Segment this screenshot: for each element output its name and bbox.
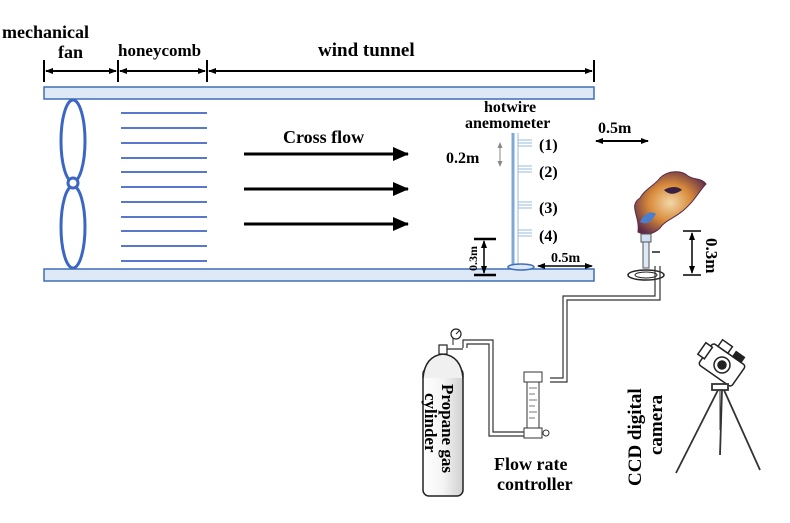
cross-flow-label: Cross flow (283, 127, 364, 147)
honeycomb-icon (121, 112, 207, 262)
camera-label-line1: CCD digital (625, 388, 646, 486)
gas-line (462, 266, 661, 437)
probe-icon (507, 133, 535, 271)
honeycomb-label: honeycomb (118, 41, 201, 60)
camera-icon (696, 338, 746, 387)
cylinder-label-line2: cylinder (421, 393, 440, 453)
controller-label-line1: Flow rate (494, 454, 567, 474)
tunnel-top-wall (43, 86, 595, 100)
controller-label-line2: controller (497, 474, 573, 494)
cylinder-label-line1: Propane gas (438, 384, 457, 473)
tunnel-bottom-wall (43, 268, 595, 282)
tripod-icon (675, 383, 761, 474)
top-dimension-lines (43, 60, 595, 82)
probe-point-3: (3) (539, 200, 558, 217)
wind-tunnel-label: wind tunnel (318, 40, 415, 61)
flame-icon (634, 171, 707, 235)
probe-point-4: (4) (539, 228, 558, 245)
hotwire-label-line2: anemometer (465, 115, 550, 132)
fan-label-line2: fan (58, 42, 83, 62)
probe-point-1: (1) (539, 137, 558, 154)
probe-height-label: 0.3m (466, 246, 480, 271)
pressure-gauge-icon (450, 328, 462, 345)
probe-point-2: (2) (539, 164, 558, 181)
cylinder-icon (422, 344, 464, 497)
flowmeter-icon (523, 371, 550, 439)
bottom-distance-label: 0.5m (551, 251, 581, 266)
spacing-label: 0.2m (446, 150, 480, 167)
hotwire-label-line1: hotwire (484, 99, 536, 116)
probe-height-dimension (474, 237, 496, 277)
cross-flow-arrows (244, 147, 409, 231)
fan-icon (59, 98, 87, 270)
burner-icon (627, 233, 665, 281)
fan-label-line1: mechanical (2, 22, 89, 42)
burner-height-dimension (683, 230, 701, 276)
top-distance-label: 0.5m (598, 120, 632, 137)
burner-height-label: 0.3m (702, 238, 721, 273)
camera-label-line2: camera (646, 394, 667, 455)
